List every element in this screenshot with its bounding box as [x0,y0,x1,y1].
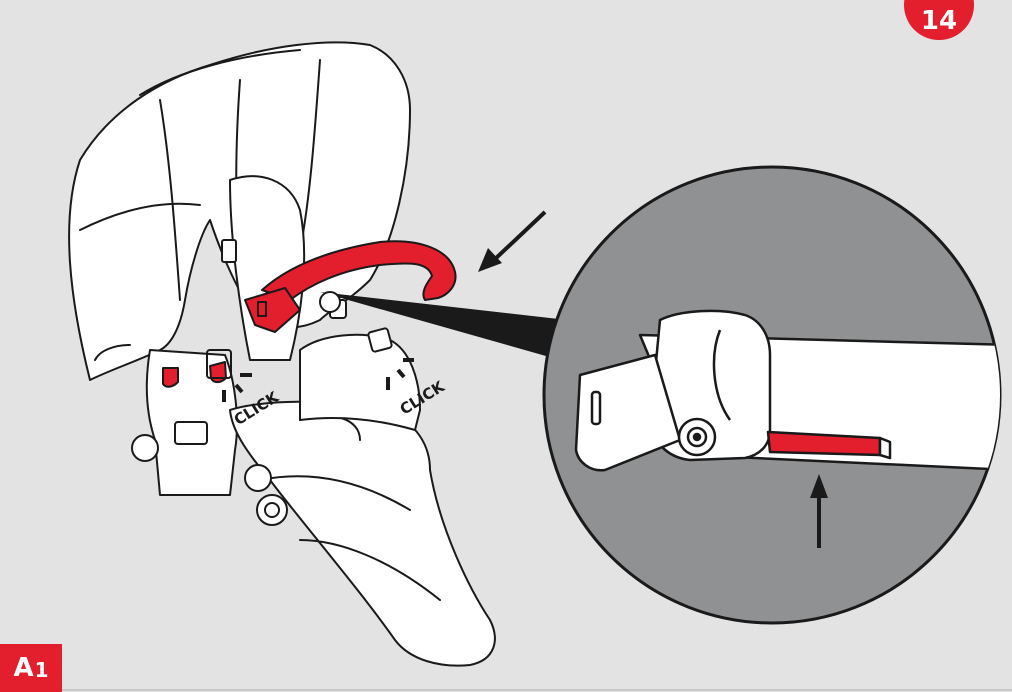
bumper-bar-part [244,240,457,333]
right-frame-arm [299,333,421,431]
step-number: 14 [920,6,958,36]
sub-step-letter: A [13,653,34,683]
click-marks-right [386,358,414,390]
click-marks-left [222,373,252,402]
step-number-badge: 14 [904,0,974,40]
magnifier-lens [542,165,1002,625]
mid-latch-red [209,361,227,384]
left-latch-red [162,367,179,388]
sub-step-number: 1 [34,658,49,682]
zoom-pointer [320,292,585,360]
arrow-up [810,474,828,548]
arrow-down-left [478,210,547,272]
